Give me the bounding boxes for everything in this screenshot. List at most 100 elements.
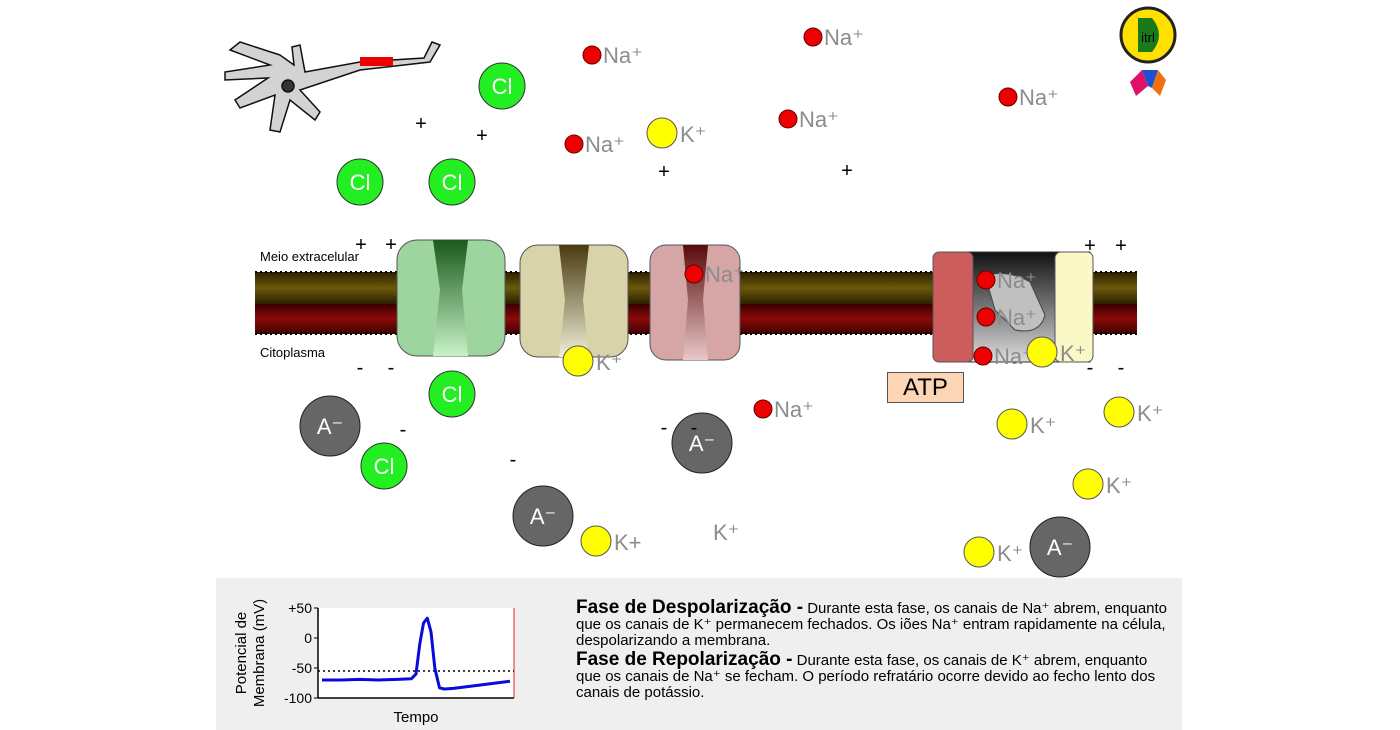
anion <box>671 412 733 474</box>
minus-charge: - <box>1087 357 1094 379</box>
sodium-ion-label: Na⁺ <box>997 305 1037 330</box>
chloride-ion-label: Cl <box>350 170 371 195</box>
chloride-ion-label: Cl <box>442 170 463 195</box>
potassium-ion-label: K⁺ <box>1030 413 1056 438</box>
potassium-ion <box>1026 336 1058 368</box>
repolarization-title: Fase de Repolarização - <box>576 649 793 670</box>
sodium-ion-label: Na⁺ <box>1019 85 1059 110</box>
depolarization-phase: Fase de Despolarização - Durante esta fa… <box>576 597 1176 649</box>
potassium-ion-label: K⁺ <box>997 541 1023 566</box>
chloride-ion <box>360 442 408 490</box>
sodium-ion-label: Na⁺ <box>585 132 625 157</box>
potassium-ion-label: K+ <box>614 530 642 555</box>
potassium-ion-label: K⁺ <box>1060 341 1086 366</box>
y-tick-label: 0 <box>304 630 312 646</box>
potassium-ion <box>562 345 594 377</box>
potassium-ion <box>963 536 995 568</box>
membrane-potential-line <box>322 616 511 691</box>
chloride-ion <box>428 370 476 418</box>
potassium-ion-label: K⁺ <box>1106 473 1132 498</box>
itrl-logo: itrl <box>1119 6 1177 64</box>
minus-charge: - <box>388 357 395 379</box>
anion-label: A⁻ <box>530 504 556 529</box>
anion-label: A⁻ <box>317 414 343 439</box>
plus-charge: + <box>1115 235 1127 257</box>
potassium-ion <box>996 408 1028 440</box>
chloride-channel <box>396 239 506 357</box>
potassium-channel <box>519 244 629 358</box>
sodium-ion <box>976 307 996 327</box>
minus-charge: - <box>510 449 517 471</box>
sodium-potassium-pump <box>932 251 1094 363</box>
sodium-ion-label: Na⁺ <box>997 268 1037 293</box>
plus-charge: + <box>355 234 367 256</box>
ions-layer: Na⁺Na⁺Na⁺Na⁺Na⁺Na⁺Na⁺Na⁺Na⁺Na⁺K⁺K⁺K⁺K⁺K⁺… <box>299 25 1163 578</box>
minus-charge: - <box>691 417 698 439</box>
minus-charge: - <box>357 357 364 379</box>
repolarization-text: Durante esta fase, os canais de K⁺ abrem… <box>576 652 1156 701</box>
sodium-ion <box>998 87 1018 107</box>
sodium-ion <box>684 264 704 284</box>
minus-charge: - <box>661 417 668 439</box>
potassium-ion <box>580 525 612 557</box>
y-axis-label-line2: Membrana (mV) <box>251 599 268 707</box>
sodium-ion <box>753 399 773 419</box>
anion-label: A⁻ <box>689 431 715 456</box>
sodium-ion <box>564 134 584 154</box>
sodium-ion <box>778 109 798 129</box>
chloride-ion-label: Cl <box>374 454 395 479</box>
logo-text: itrl <box>1141 30 1155 45</box>
potassium-ion <box>1103 396 1135 428</box>
chloride-ion <box>478 62 526 110</box>
sodium-ion-label: Na⁺ <box>799 107 839 132</box>
anion <box>512 485 574 547</box>
anion <box>1029 516 1091 578</box>
sodium-ion <box>582 45 602 65</box>
x-axis-label: Tempo <box>393 709 438 726</box>
minus-charge: - <box>1118 357 1125 379</box>
depolarization-text: Durante esta fase, os canais de Na⁺ abre… <box>576 600 1168 649</box>
plus-charge: + <box>476 125 488 147</box>
sodium-ion-label: Na⁺ <box>774 397 814 422</box>
neuron-icon <box>224 41 442 133</box>
plus-charge: + <box>1084 235 1096 257</box>
plus-charge: + <box>415 113 427 135</box>
depolarization-title: Fase de Despolarização - <box>576 597 804 618</box>
potassium-ion-label: K⁺ <box>596 350 622 375</box>
plus-charge: + <box>841 160 853 182</box>
sodium-ion <box>803 27 823 47</box>
anion <box>299 395 361 457</box>
atp-label: ATP <box>887 372 964 403</box>
chloride-ion-label: Cl <box>492 74 513 99</box>
extracellular-label: Meio extracelular <box>260 249 360 264</box>
phase-description: Fase de Despolarização - Durante esta fa… <box>576 597 1176 704</box>
location-marker <box>360 57 393 66</box>
potassium-ion <box>1072 468 1104 500</box>
potassium-ion-label: K⁺ <box>1137 401 1163 426</box>
chloride-ion <box>428 158 476 206</box>
chloride-ion-label: Cl <box>442 382 463 407</box>
sodium-ion <box>976 270 996 290</box>
sodium-ion-label: Na⁺ <box>705 262 745 287</box>
plot-area <box>318 608 514 698</box>
sodium-ion <box>973 346 993 366</box>
y-axis-label-line1: Potencial de <box>233 612 250 695</box>
y-tick-label: -100 <box>284 690 312 706</box>
potassium-ion-label: K⁺ <box>680 122 706 147</box>
cytoplasm-label: Citoplasma <box>260 345 326 360</box>
y-tick-label: -50 <box>292 660 312 676</box>
repolarization-phase: Fase de Repolarização - Durante esta fas… <box>576 649 1176 701</box>
y-tick-label: +50 <box>288 600 312 616</box>
plus-charge: + <box>385 234 397 256</box>
sodium-ion-label: Na⁺ <box>824 25 864 50</box>
minus-charge: - <box>400 419 407 441</box>
potassium-ion-label: K⁺ <box>713 520 739 545</box>
secondary-logo <box>1130 70 1166 96</box>
chloride-ion <box>336 158 384 206</box>
potassium-ion <box>646 117 678 149</box>
anion-label: A⁻ <box>1047 535 1073 560</box>
plus-charge: + <box>658 161 670 183</box>
